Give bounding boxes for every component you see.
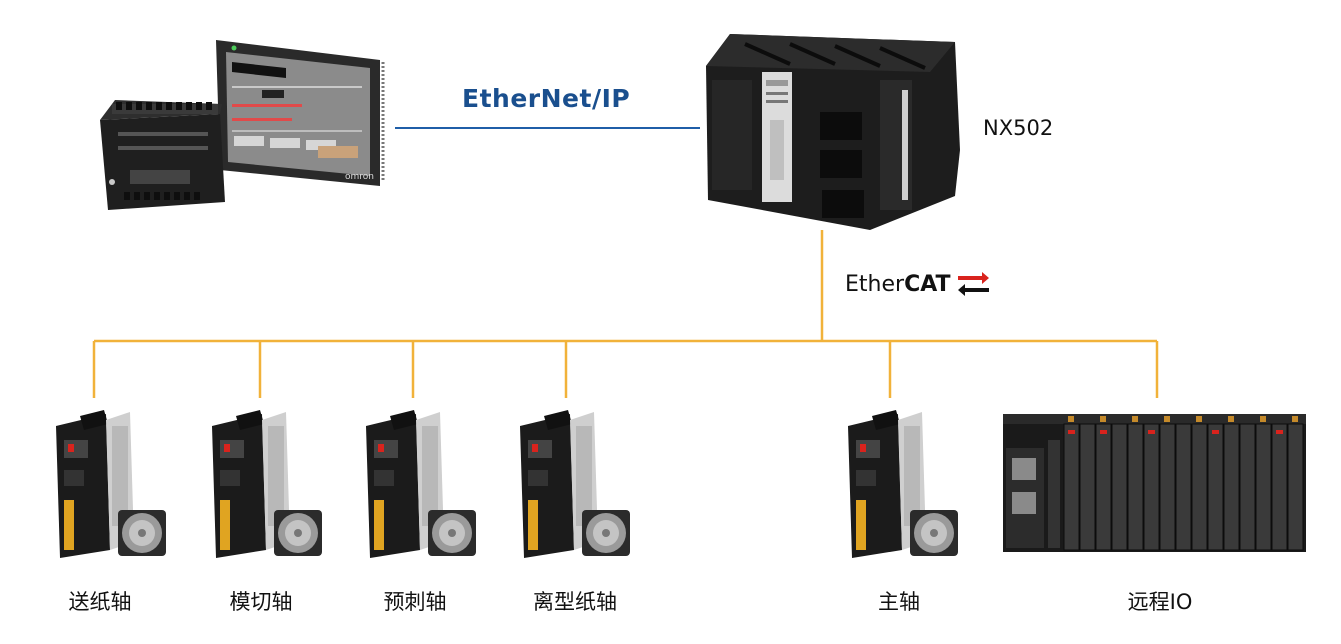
ethercat-label-suffix: CAT (904, 272, 951, 297)
device-label-die-cut-axis: 模切轴 (229, 590, 293, 614)
ethercat-arrow-icon (958, 272, 989, 296)
servo-motor (910, 510, 958, 556)
device-label-feed-axis: 送纸轴 (68, 590, 132, 614)
device-label-main-axis: 主轴 (878, 590, 920, 614)
plc-hmi-image: omron (100, 40, 385, 210)
device-label-pre-pierce-axis: 预刺轴 (383, 590, 447, 614)
ethercat-bus (92, 230, 1159, 398)
servo-motor (274, 510, 322, 556)
plc-unit (100, 100, 225, 210)
servo-drive-2 (212, 410, 322, 558)
servo-motor (428, 510, 476, 556)
servo-drive-3 (366, 410, 476, 558)
remote-io-image (1003, 414, 1306, 552)
ethercat-label-prefix: Ether (845, 272, 905, 297)
servo-drive-1 (56, 410, 166, 558)
device-label-release-paper-axis: 离型纸轴 (533, 590, 617, 614)
hmi-brand-text: omron (345, 172, 374, 182)
servo-drive-4 (520, 410, 630, 558)
ethernet-ip-label: EtherNet/IP (462, 84, 631, 113)
hmi-panel: omron (216, 40, 385, 186)
servo-drive-5 (848, 410, 958, 558)
ethercat-label: EtherCAT (845, 272, 951, 297)
device-label-remote-io: 远程IO (1127, 590, 1193, 614)
servo-motor (118, 510, 166, 556)
controller-label: NX502 (983, 116, 1054, 140)
nx502-controller-image (706, 34, 960, 230)
servo-motor (582, 510, 630, 556)
